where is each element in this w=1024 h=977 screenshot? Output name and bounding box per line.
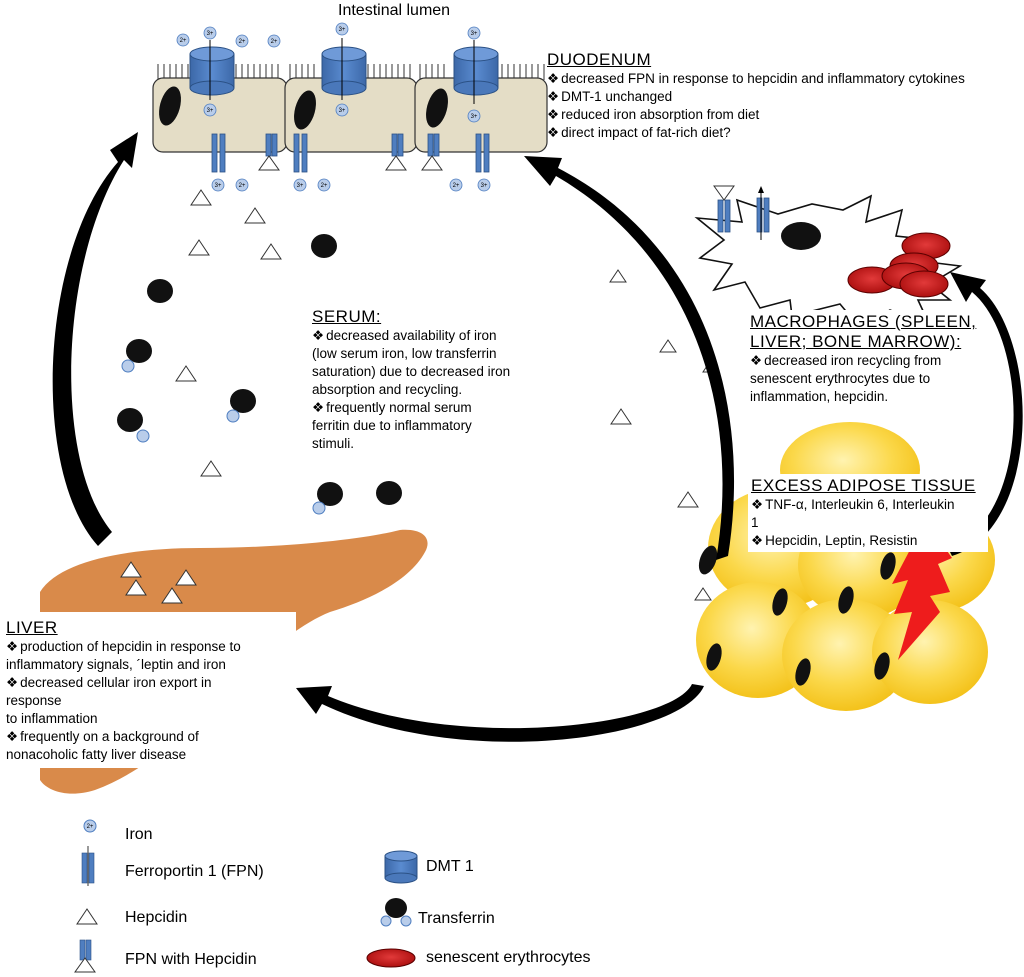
- duodenum-bullet: decreased FPN in response to hepcidin an…: [547, 70, 965, 88]
- legend-fpn-label: Ferroportin 1 (FPN): [125, 863, 264, 880]
- duodenum-epithelium: [152, 38, 548, 173]
- liver-line: nonacoholic fatty liver disease: [6, 747, 187, 762]
- macrophages-heading: MACROPHAGES (SPLEEN,: [750, 312, 977, 331]
- legend-iron-icon: [83, 819, 97, 833]
- intestinal-lumen-label: Intestinal lumen: [338, 2, 451, 19]
- adipose-line: Hepcidin, Leptin, Resistin: [751, 532, 985, 550]
- legend-erythrocyte-icon: [366, 948, 416, 968]
- lightning-bolt-icon: [892, 532, 952, 660]
- adipose-line: TNF-α, Interleukin 6, Interleukin: [751, 496, 985, 514]
- svg-text:3+: 3+: [339, 108, 346, 114]
- dmt1-transporter: [189, 46, 235, 96]
- dmt1-transporter: [321, 46, 367, 96]
- liver-line: inflammatory signals, ´leptin and iron: [6, 657, 226, 672]
- serum-line: frequently normal serum: [312, 399, 510, 417]
- dmt1-transporter: [453, 46, 499, 96]
- legend-transferrin-label: Transferrin: [418, 910, 495, 927]
- macrophages-block: MACROPHAGES (SPLEEN, LIVER; BONE MARROW)…: [750, 312, 976, 406]
- svg-text:2+: 2+: [453, 183, 460, 189]
- adipose-line: 1: [751, 515, 759, 530]
- macrophages-line: decreased iron recycling from: [750, 352, 976, 370]
- legend-ferroportin-icon: [81, 846, 95, 886]
- adipose-heading: EXCESS ADIPOSE TISSUE: [751, 476, 976, 495]
- macrophages-line: inflammation, hepcidin.: [750, 389, 889, 404]
- legend-dmt1-icon: [384, 850, 418, 884]
- svg-text:2+: 2+: [321, 183, 328, 189]
- serum-transferrin: [117, 339, 326, 515]
- nucleus: [294, 90, 316, 130]
- legend-fpn-hepcidin-label: FPN with Hepcidin: [125, 951, 257, 968]
- liver-line: decreased cellular iron export in: [6, 674, 241, 692]
- legend-erythrocytes-label: senescent erythrocytes: [426, 949, 591, 966]
- legend-transferrin-icon: [380, 898, 412, 927]
- macrophages-line: senescent erythrocytes due to: [750, 371, 931, 386]
- serum-line: ferritin due to inflammatory: [312, 418, 472, 433]
- macrophage: [694, 185, 963, 330]
- adipose-tissue: [696, 422, 995, 711]
- serum-line: decreased availability of iron: [312, 327, 510, 345]
- serum-line: saturation) due to decreased iron: [312, 364, 511, 379]
- svg-text:3+: 3+: [339, 27, 346, 33]
- liver-line: frequently on a background of: [6, 728, 241, 746]
- serum-iron-cells: [147, 234, 402, 506]
- svg-text:3+: 3+: [215, 183, 222, 189]
- svg-text:3+: 3+: [471, 114, 478, 120]
- arrow-liver-to-duodenum: [52, 132, 139, 546]
- duodenum-bullet: reduced iron absorption from diet: [547, 106, 965, 124]
- arrow-adipose-to-macrophage: [948, 272, 1023, 556]
- svg-text:2+: 2+: [271, 39, 278, 45]
- adipose-block: EXCESS ADIPOSE TISSUE TNF-α, Interleukin…: [751, 476, 985, 550]
- arrow-adipose-to-liver: [296, 684, 704, 742]
- svg-text:3+: 3+: [481, 183, 488, 189]
- liver-line: response: [6, 693, 62, 708]
- serum-line: (low serum iron, low transferrin: [312, 346, 497, 361]
- legend-hepcidin-label: Hepcidin: [125, 909, 188, 926]
- serum-heading: SERUM:: [312, 307, 382, 326]
- microvilli: [157, 64, 545, 80]
- nucleus: [426, 88, 448, 128]
- duodenum-heading: DUODENUM: [547, 50, 652, 69]
- flow-arrows: [52, 132, 1023, 742]
- legend-hepcidin-icon: [76, 908, 98, 925]
- legend-dmt1-label: DMT 1: [426, 858, 474, 875]
- macrophages-heading: LIVER; BONE MARROW):: [750, 332, 962, 351]
- legend-iron-label: Iron: [125, 826, 153, 843]
- svg-text:2+: 2+: [239, 39, 246, 45]
- duodenum-block: DUODENUM decreased FPN in response to he…: [547, 50, 965, 142]
- svg-text:2+: 2+: [87, 824, 94, 830]
- iron-ions: [176, 22, 491, 192]
- liver-line: to inflammation: [6, 711, 98, 726]
- senescent-erythrocytes: [847, 232, 951, 298]
- legend-symbols: 2+: [74, 819, 418, 973]
- iron-ion-labels: 2+ 3+ 2+ 2+ 3+ 3+ 3+ 3+ 3+ 3+ 2+ 3+ 2+ 2…: [180, 27, 488, 189]
- svg-text:2+: 2+: [180, 38, 187, 44]
- duodenum-bullet: direct impact of fat-rich diet?: [547, 124, 965, 142]
- hepcidin-bound: [258, 155, 443, 171]
- liver-line: production of hepcidin in response to: [6, 638, 241, 656]
- liver-block: LIVER production of hepcidin in response…: [6, 618, 241, 764]
- serum-line: stimuli.: [312, 436, 355, 451]
- svg-text:3+: 3+: [297, 183, 304, 189]
- legend-fpn-hepcidin-icon: [74, 939, 96, 973]
- nucleus: [159, 86, 181, 126]
- svg-text:3+: 3+: [471, 31, 478, 37]
- svg-text:3+: 3+: [207, 108, 214, 114]
- svg-text:3+: 3+: [207, 31, 214, 37]
- ferroportin-channels: [211, 133, 490, 173]
- serum-block: SERUM: decreased availability of iron (l…: [312, 307, 510, 453]
- macrophage-nucleus: [781, 222, 821, 250]
- liver-heading: LIVER: [6, 618, 58, 637]
- svg-text:2+: 2+: [239, 183, 246, 189]
- liver-hepcidin: [120, 561, 197, 604]
- arrow-adipose-to-duodenum: [524, 156, 735, 560]
- duodenum-bullet: DMT-1 unchanged: [547, 88, 965, 106]
- serum-line: absorption and recycling.: [312, 382, 463, 397]
